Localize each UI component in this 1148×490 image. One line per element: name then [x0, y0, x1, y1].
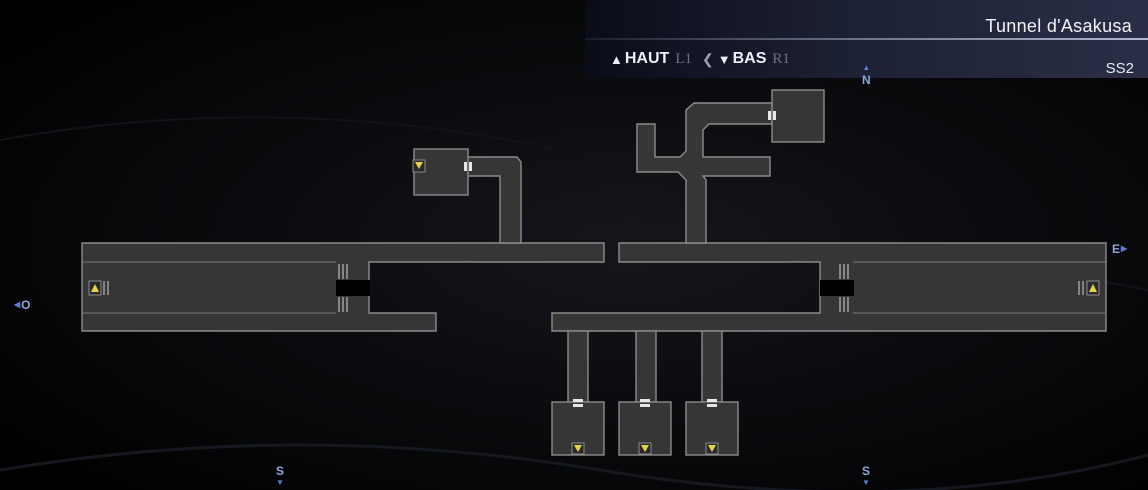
door-icon: [469, 162, 472, 171]
floor-down-control[interactable]: ▼ BAS R1: [718, 50, 790, 68]
door-icon: [464, 162, 467, 171]
door-icon: [773, 111, 776, 120]
arrow-left-icon: ◀: [14, 300, 21, 309]
area-title: Tunnel d'Asakusa: [985, 16, 1132, 36]
arrow-up-icon: ▲: [610, 51, 623, 67]
south-rooms: [551, 330, 739, 456]
stairs-up-icon[interactable]: [1078, 280, 1100, 296]
arrow-down-icon: ▼: [717, 51, 731, 67]
north-west-room: [413, 148, 522, 244]
east-hall: [551, 242, 1107, 332]
door-icon: [707, 399, 717, 402]
floor-down-key: R1: [772, 50, 790, 67]
floor-navigation: ▲ HAUT L1 ❮ ▼ BAS R1: [610, 48, 790, 70]
door-icon: [573, 399, 583, 402]
chevron-left-icon: ❮: [701, 50, 714, 67]
stairs-up-icon[interactable]: [88, 280, 109, 296]
compass-west: ◀ O: [14, 298, 31, 312]
arrow-down-icon: ▼: [862, 478, 870, 487]
doors: [464, 111, 776, 407]
door-icon: [640, 404, 650, 407]
floor-up-label: HAUT: [624, 50, 670, 67]
door-icon: [640, 399, 650, 402]
compass-east-label: E: [1112, 242, 1121, 256]
floor-up-control[interactable]: ▲ HAUT L1: [610, 50, 692, 68]
compass-south-label: S: [276, 464, 285, 478]
header-divider: [585, 38, 1148, 40]
north-east-complex: [636, 89, 825, 244]
compass-south-west: S ▼: [276, 464, 284, 487]
compass-north: ▲ N: [862, 63, 871, 88]
arrow-right-icon: ▶: [1121, 244, 1128, 253]
door-icon: [573, 404, 583, 407]
compass-east: E ▶: [1112, 242, 1127, 256]
west-hall: [81, 242, 605, 332]
door-icon: [768, 111, 771, 120]
arrow-up-icon: ▲: [862, 63, 871, 72]
floor-up-key: L1: [675, 50, 692, 67]
stairs-markers[interactable]: [88, 159, 1100, 455]
floor-indicator: SS2: [1105, 60, 1134, 77]
compass-north-label: N: [862, 73, 871, 87]
hall-stripes: [839, 264, 849, 312]
compass-south-east: S ▼: [862, 464, 870, 487]
stairs-down-icon[interactable]: [412, 159, 426, 173]
stairs-down-icon[interactable]: [638, 442, 652, 455]
hall-stripes: [338, 264, 348, 312]
floor-down-label: BAS: [732, 50, 767, 67]
stairs-down-icon[interactable]: [571, 442, 585, 455]
arrow-down-icon: ▼: [276, 478, 284, 487]
compass-south-label: S: [862, 464, 871, 478]
stairs-down-icon[interactable]: [705, 442, 719, 455]
door-icon: [707, 404, 717, 407]
compass-west-label: O: [21, 298, 31, 312]
